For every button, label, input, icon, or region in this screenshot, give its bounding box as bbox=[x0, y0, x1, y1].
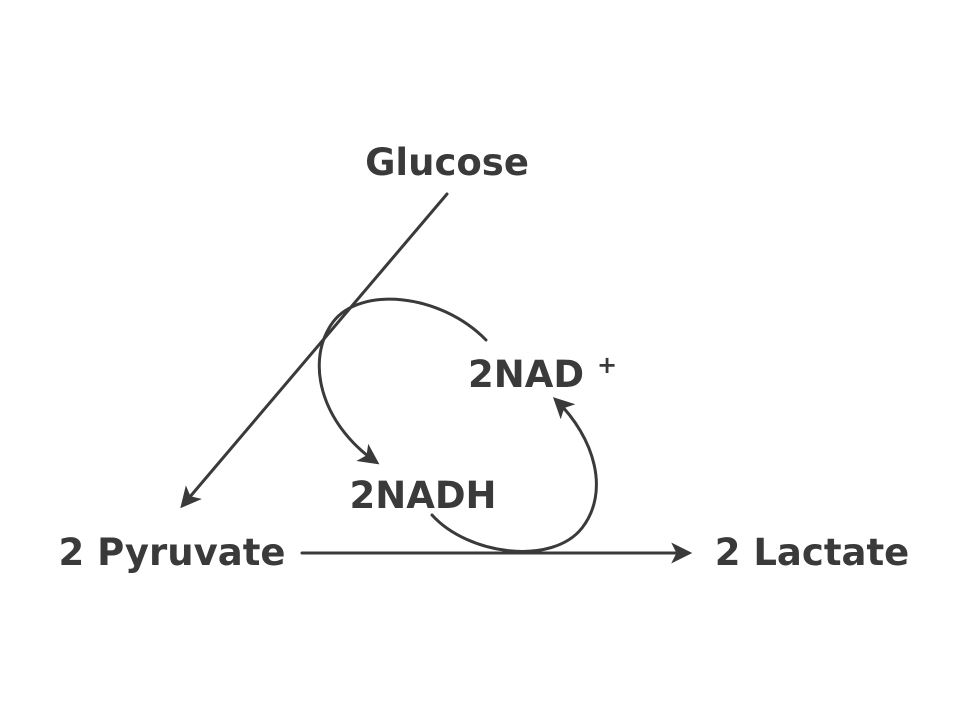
nadh-to-nad-arrow bbox=[430, 397, 598, 553]
nad-plus-label: 2NAD + bbox=[468, 351, 617, 396]
nad-label-base: 2NAD bbox=[468, 353, 584, 396]
nadh-label: 2NADH bbox=[349, 474, 496, 517]
glucose-to-pyruvate-arrow bbox=[180, 192, 449, 509]
pyruvate-label: 2 Pyruvate bbox=[58, 531, 285, 574]
glucose-label: Glucose bbox=[365, 141, 529, 184]
nad-to-nadh-arrow bbox=[317, 297, 488, 465]
lactate-label: 2 Lactate bbox=[715, 531, 910, 574]
nad-label-superscript: + bbox=[597, 351, 617, 379]
